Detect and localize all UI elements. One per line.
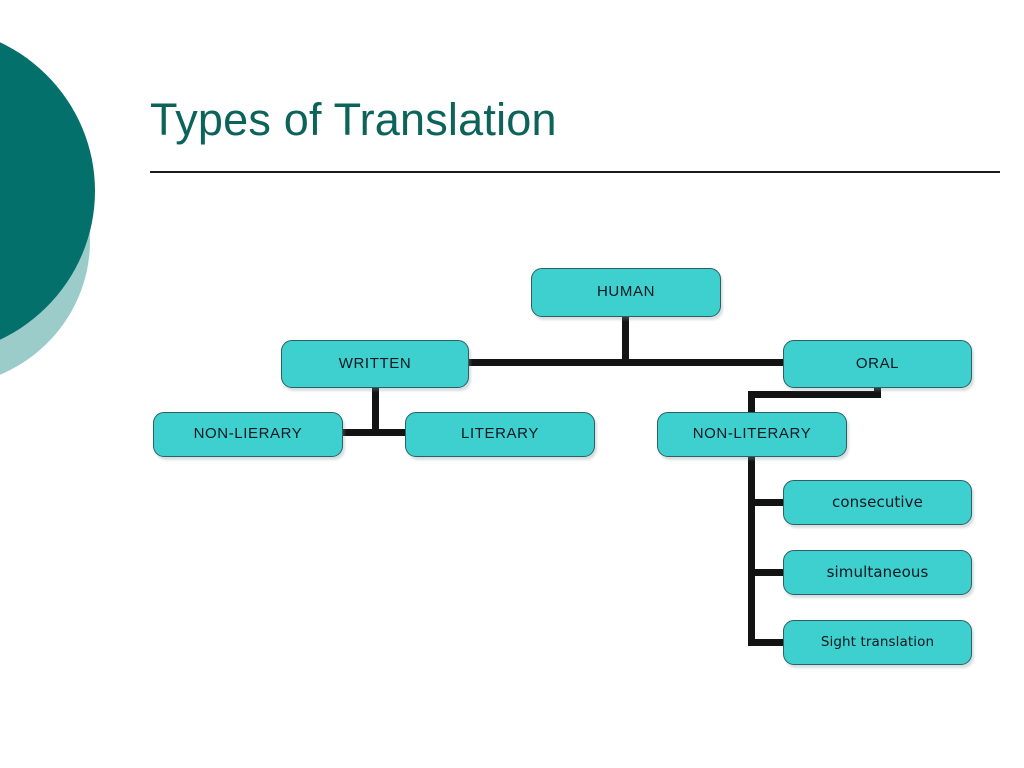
page-title: Types of Translation bbox=[150, 94, 557, 145]
node-literary-label: LITERARY bbox=[461, 425, 539, 443]
connector-human-stem bbox=[622, 315, 629, 366]
node-human-label: HUMAN bbox=[597, 283, 655, 301]
connector-written-oral-bar bbox=[466, 359, 787, 366]
node-human[interactable]: HUMAN bbox=[531, 268, 721, 317]
node-non-lierary[interactable]: NON-LIERARY bbox=[153, 412, 343, 457]
node-literary[interactable]: LITERARY bbox=[405, 412, 595, 457]
node-oral-label: ORAL bbox=[855, 354, 900, 372]
connector-written-to-non-lierary bbox=[338, 429, 379, 436]
connector-to-sight-translation bbox=[748, 639, 787, 646]
node-non-literary[interactable]: NON-LITERARY bbox=[657, 412, 847, 457]
node-simultaneous[interactable]: simultaneous bbox=[783, 550, 972, 595]
title-block: Types of Translation bbox=[150, 92, 1002, 148]
node-simultaneous-label: simultaneous bbox=[826, 563, 929, 582]
connector-to-simultaneous bbox=[748, 569, 787, 576]
node-non-literary-label: NON-LITERARY bbox=[692, 425, 812, 443]
connector-oral-spine bbox=[748, 453, 755, 645]
node-consecutive[interactable]: consecutive bbox=[783, 480, 972, 525]
connector-written-to-literary bbox=[372, 429, 410, 436]
node-sight-translation-label: Sight translation bbox=[820, 634, 935, 651]
connector-to-consecutive bbox=[748, 499, 787, 506]
node-sight-translation[interactable]: Sight translation bbox=[783, 620, 972, 665]
connector-written-stem bbox=[372, 386, 379, 436]
node-oral[interactable]: ORAL bbox=[783, 340, 972, 388]
connector-oral-drop bbox=[748, 391, 755, 421]
node-written-label: WRITTEN bbox=[338, 354, 412, 372]
connector-oral-bar bbox=[748, 391, 881, 398]
title-divider bbox=[150, 171, 1000, 173]
node-non-lierary-label: NON-LIERARY bbox=[193, 425, 303, 443]
node-written[interactable]: WRITTEN bbox=[281, 340, 469, 388]
node-consecutive-label: consecutive bbox=[832, 493, 923, 512]
